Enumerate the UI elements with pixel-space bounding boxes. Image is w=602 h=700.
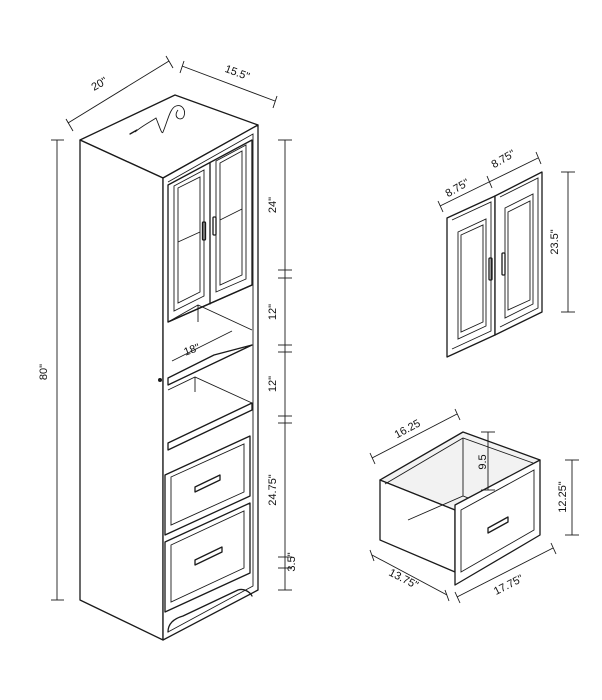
power-cord	[134, 105, 185, 134]
drawer-inner-height-label: 9.5	[477, 454, 489, 469]
cabinet-dimensions	[51, 55, 292, 601]
drawer-section-height-label: 24.75"	[267, 474, 279, 506]
lower-shelf-height-label: 12"	[267, 376, 279, 392]
cabinet-width-label: 20"	[90, 75, 110, 94]
drawer-width-label: 16.25	[393, 418, 423, 442]
door-detail	[437, 151, 575, 358]
tall-cabinet	[79, 94, 259, 641]
door-height-label: 23.5"	[549, 229, 561, 254]
cabinet-depth-label: 15.5"	[223, 63, 251, 83]
door-right-width-label: 8.75"	[490, 148, 518, 171]
glass-doors	[167, 139, 253, 323]
drawer-depth-label: 13.75"	[387, 567, 421, 592]
door-left-width-label: 8.75"	[444, 177, 472, 200]
open-shelves	[158, 284, 253, 451]
drawer-detail	[369, 408, 579, 604]
drawers	[164, 435, 251, 613]
door-section-height-label: 24"	[267, 197, 279, 213]
cabinet-height-label: 80"	[38, 364, 50, 380]
shelf-width-label: 18"	[182, 342, 201, 359]
upper-shelf-height-label: 12"	[267, 304, 279, 320]
base-height-label: 3.5"	[286, 552, 298, 571]
drawer-front-height-label: 12.25"	[557, 481, 569, 513]
cabinet-labels: 20" 15.5" 80" 24" 12" 12" 24.75" 3.5" 18…	[38, 63, 298, 571]
